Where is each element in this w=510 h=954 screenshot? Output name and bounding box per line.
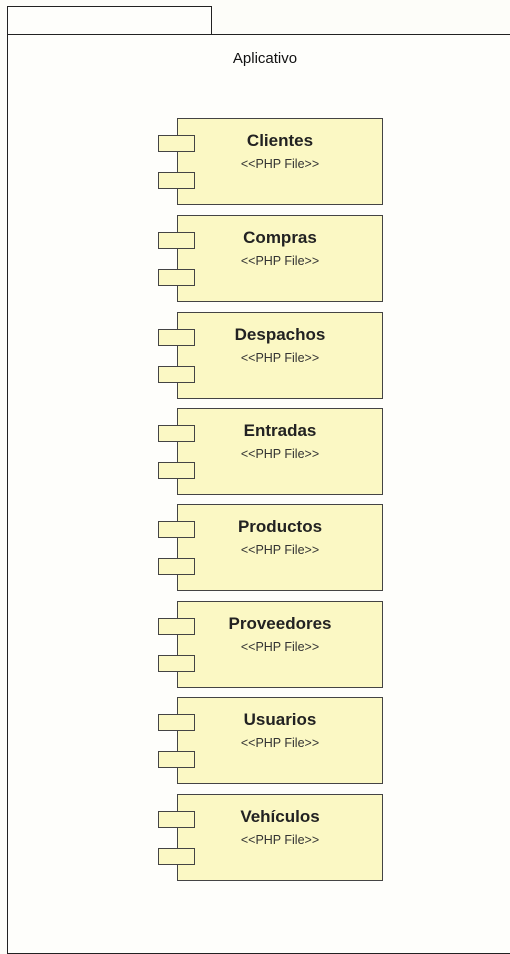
component-vehiculos[interactable]: Vehículos <<PHP File>> [177,794,383,881]
component-port-icon [158,172,195,189]
component-port-icon [158,848,195,865]
component-name: Compras [243,228,317,247]
component-name: Vehículos [240,807,320,826]
component-stereotype: <<PHP File>> [240,254,320,268]
component-port-icon [158,714,195,731]
component-usuarios[interactable]: Usuarios <<PHP File>> [177,697,383,784]
component-name: Despachos [234,325,326,344]
component-entradas[interactable]: Entradas <<PHP File>> [177,408,383,495]
package-name: Aplicativo [232,50,298,67]
component-name: Usuarios [243,710,317,729]
component-stereotype: <<PHP File>> [240,543,320,557]
component-despachos[interactable]: Despachos <<PHP File>> [177,312,383,399]
component-stereotype: <<PHP File>> [240,351,320,365]
component-port-icon [158,558,195,575]
component-port-icon [158,521,195,538]
component-stereotype: <<PHP File>> [240,447,320,461]
component-name: Productos [237,517,323,536]
component-name: Clientes [246,131,314,150]
component-port-icon [158,618,195,635]
package-tab [7,6,212,35]
component-name: Entradas [243,421,317,440]
component-clientes[interactable]: Clientes <<PHP File>> [177,118,383,205]
component-productos[interactable]: Productos <<PHP File>> [177,504,383,591]
component-compras[interactable]: Compras <<PHP File>> [177,215,383,302]
component-stereotype: <<PHP File>> [240,833,320,847]
component-port-icon [158,811,195,828]
component-port-icon [158,425,195,442]
component-port-icon [158,655,195,672]
component-port-icon [158,462,195,479]
component-proveedores[interactable]: Proveedores <<PHP File>> [177,601,383,688]
component-stereotype: <<PHP File>> [240,640,320,654]
component-port-icon [158,269,195,286]
component-stereotype: <<PHP File>> [240,157,320,171]
component-port-icon [158,135,195,152]
component-port-icon [158,366,195,383]
component-port-icon [158,329,195,346]
component-stereotype: <<PHP File>> [240,736,320,750]
component-port-icon [158,232,195,249]
component-name: Proveedores [228,614,332,633]
component-port-icon [158,751,195,768]
